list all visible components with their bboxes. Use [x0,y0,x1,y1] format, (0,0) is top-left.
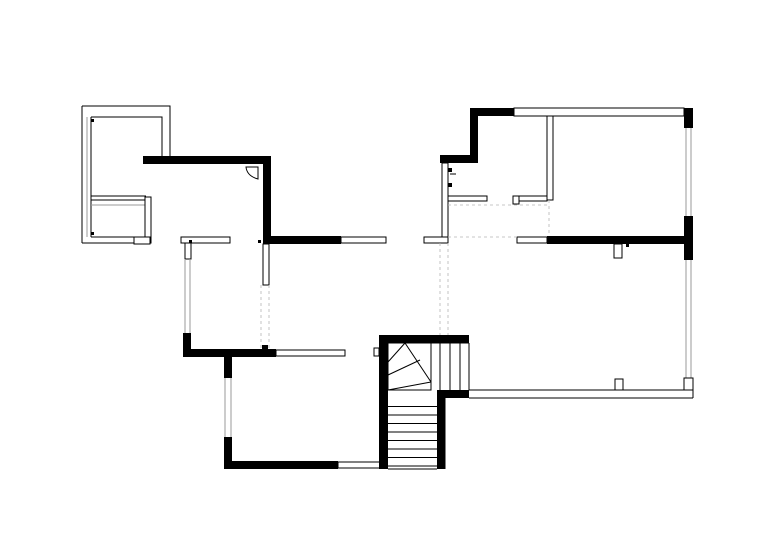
stair-right-wall [437,390,445,469]
hall-hinge [189,240,192,243]
balcony-sill-block [133,236,151,245]
bath-left-wall [441,162,449,238]
hall-latch [258,240,261,243]
lower-room-bottom-partition [337,461,381,469]
right-room-top-window [513,107,685,117]
balcony-inner-rail [91,116,163,157]
living-column [614,378,624,391]
stair-winder-line-3 [387,381,432,391]
balcony [81,105,171,245]
stair-steps-lower [388,406,437,467]
right-room-bottom-wall [547,236,693,244]
bath-sill [423,236,449,244]
bath-right-wall [470,108,478,163]
balcony-hinge-bottom [91,232,94,235]
lower-room-hinge [262,345,268,349]
hall-jamb-left [184,242,192,260]
bath-door-stop [512,195,520,205]
lower-room-top-wall [183,349,276,357]
right-room-bottom-stub [516,236,548,244]
lower-left-room [183,345,381,469]
stair-landing-wall [437,390,469,398]
stair-winder-landing [387,342,432,391]
balcony-outer-rail [82,105,171,157]
hall-top-wall [143,156,271,164]
entry-hall [143,156,387,357]
stair-left-wall [379,335,388,469]
lower-room-top-partition [275,349,346,357]
lower-room-left-wall-top [224,357,232,378]
right-room-corner [684,108,693,128]
hall-left-wall-lower [183,333,191,357]
door-swing-icon [245,166,259,180]
lower-room-left-wall-bottom [224,437,232,469]
right-room-jamb [613,243,623,259]
bath-shelf [447,195,488,202]
living-space [439,243,694,399]
right-room-partition [546,115,554,201]
bath-fixture-2 [448,183,452,187]
living-window-jamb [683,377,694,391]
stair-winder-line-2 [387,359,421,376]
stair-winder-line-1 [387,342,406,363]
right-room-hinge [626,243,629,247]
stair-wall-stub [373,347,380,357]
hall-right-wall [263,156,271,243]
stair-top-wall [379,335,469,343]
staircase [373,335,470,470]
bath-fixture-1 [448,168,452,172]
small-bath [423,108,548,244]
bath-top-wall [440,155,478,163]
balcony-hinge-top [91,119,94,122]
hall-door-jamb [262,243,270,286]
upper-right-room [470,107,693,260]
right-room-top-wall [470,108,514,116]
hall-lower-ledge [180,236,231,244]
hall-mid-wall [263,236,341,244]
stair-steps-upper [439,343,461,390]
lower-room-bottom-wall [224,461,338,469]
balcony-door-jamb [144,196,152,244]
hall-partition-stub [340,236,387,244]
